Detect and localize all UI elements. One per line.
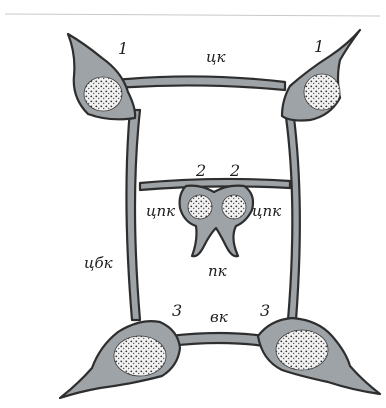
label-number-2-left: 2 — [195, 161, 206, 180]
label-top-canal: цк — [206, 48, 225, 66]
lobe-bottom-right — [258, 318, 380, 394]
label-number-3-left: 3 — [172, 301, 182, 320]
top-band — [115, 76, 285, 90]
label-number-1-right: 1 — [314, 37, 324, 56]
label-central-canal: пк — [208, 262, 227, 280]
bottom-band — [170, 333, 265, 346]
label-number-2-right: 2 — [229, 161, 240, 180]
middle-band — [140, 179, 290, 190]
left-vertical-band — [126, 110, 140, 320]
lobe-center — [180, 186, 253, 257]
label-number-1-left: 1 — [118, 39, 128, 58]
scan-edge-line — [5, 14, 380, 16]
label-number-3-right: 3 — [260, 301, 270, 320]
label-upper-lateral-canal-right: цпк — [252, 202, 281, 220]
label-upper-lateral-canal-left: цпк — [146, 202, 175, 220]
right-vertical-band — [285, 110, 300, 320]
lobe-bottom-left — [60, 321, 180, 398]
label-lateral-canal: цбк — [84, 254, 113, 272]
label-lower-canal: вк — [210, 308, 228, 326]
